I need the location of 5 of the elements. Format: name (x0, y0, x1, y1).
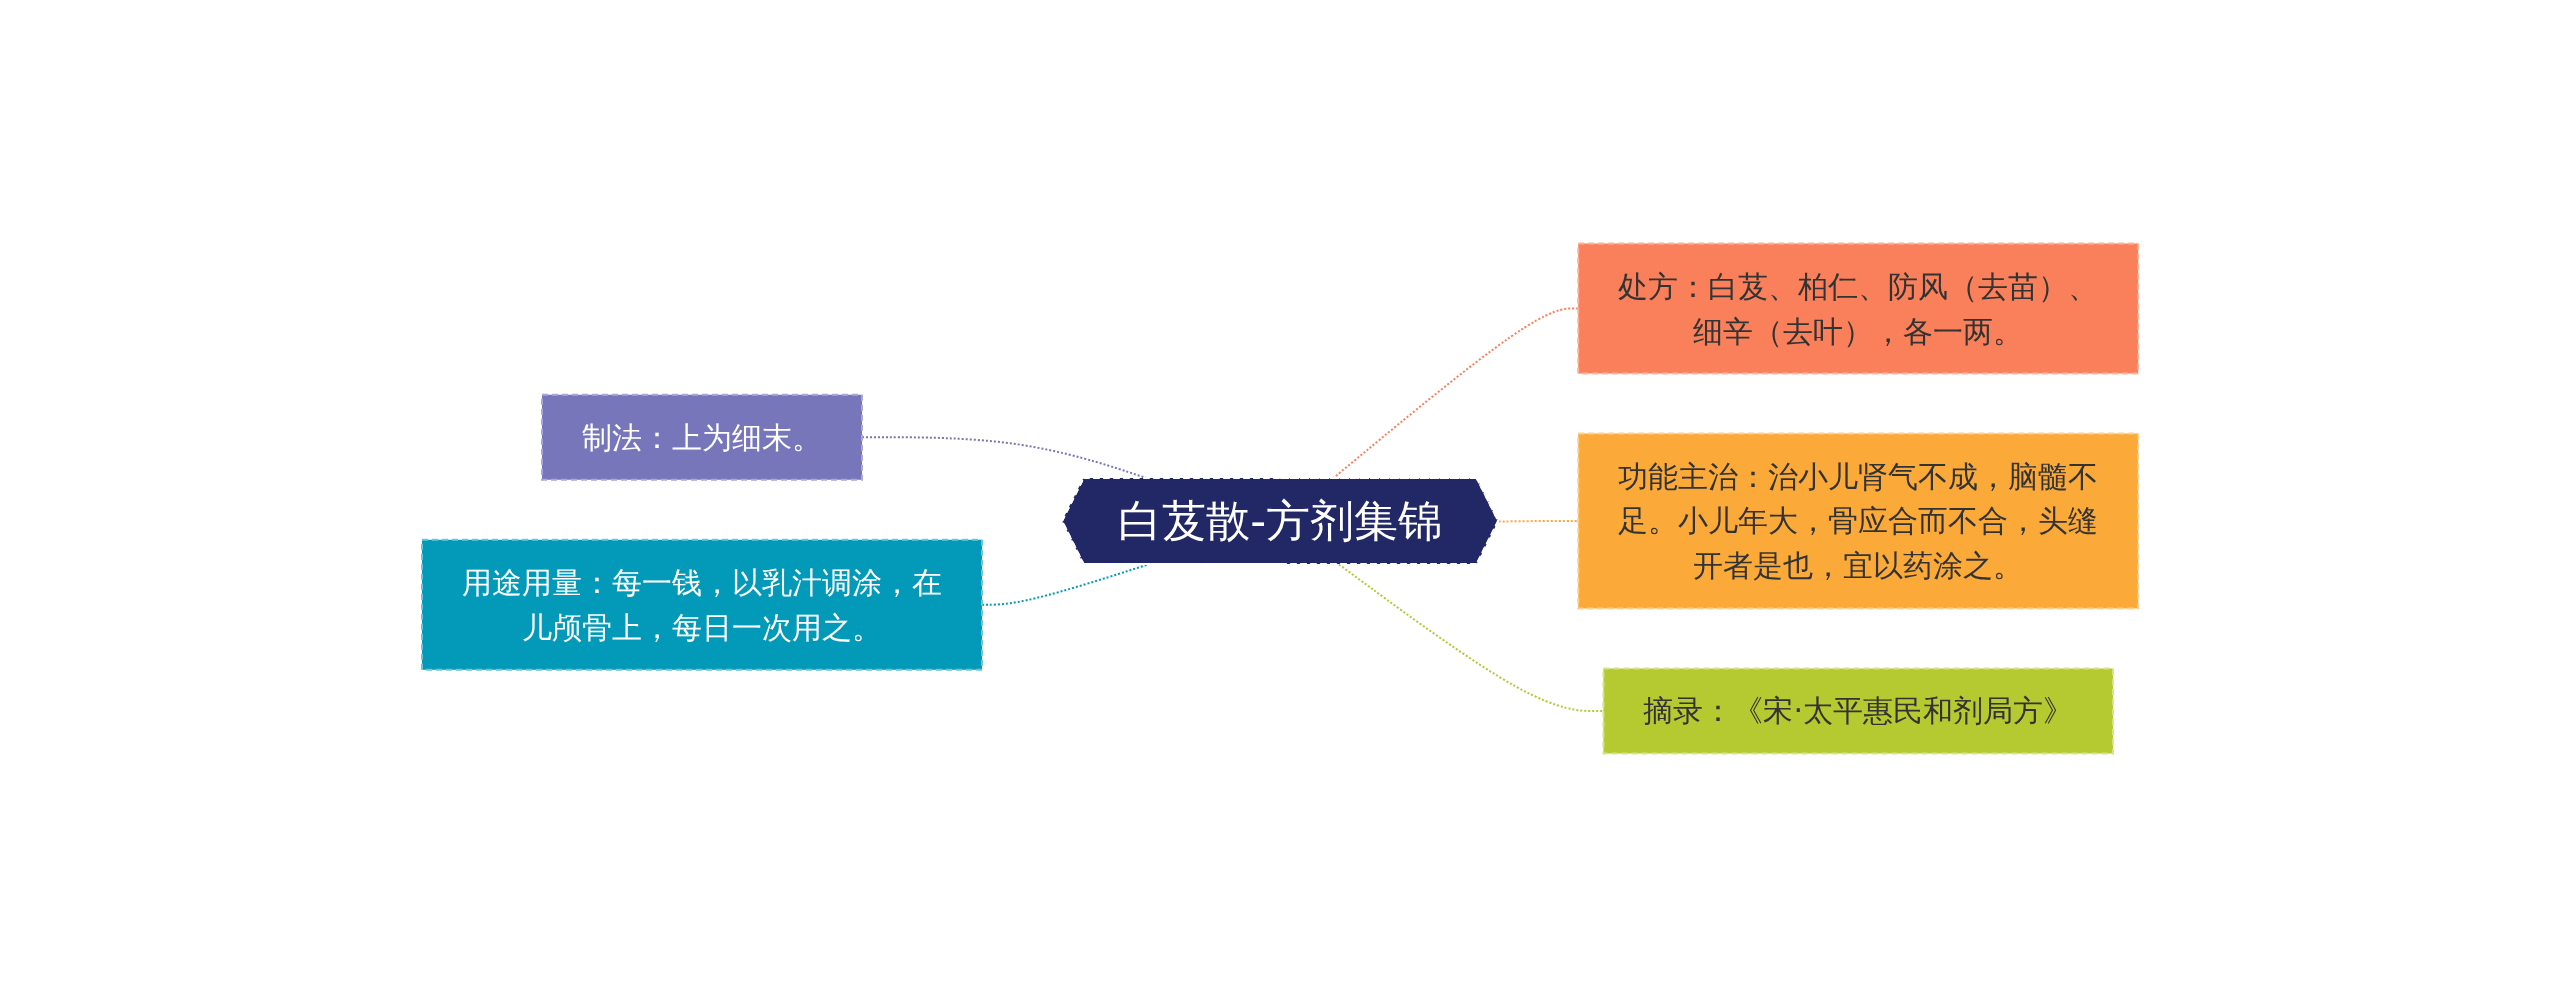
node-box: 功能主治：治小儿肾气不成，脑髓不足。小儿年大，骨应合而不合，头缝开者是也，宜以药涂之。 (1577, 432, 2140, 610)
node-box: 处方：白芨、柏仁、防风（去苗）、细辛（去叶），各一两。 (1577, 242, 2140, 375)
node-box: 用途用量：每一钱，以乳汁调涂，在儿颅骨上，每日一次用之。 (420, 538, 983, 671)
node-box: 制法：上为细末。 (540, 393, 863, 481)
node-box: 摘录：《宋·太平惠民和剂局方》 (1602, 667, 2114, 755)
